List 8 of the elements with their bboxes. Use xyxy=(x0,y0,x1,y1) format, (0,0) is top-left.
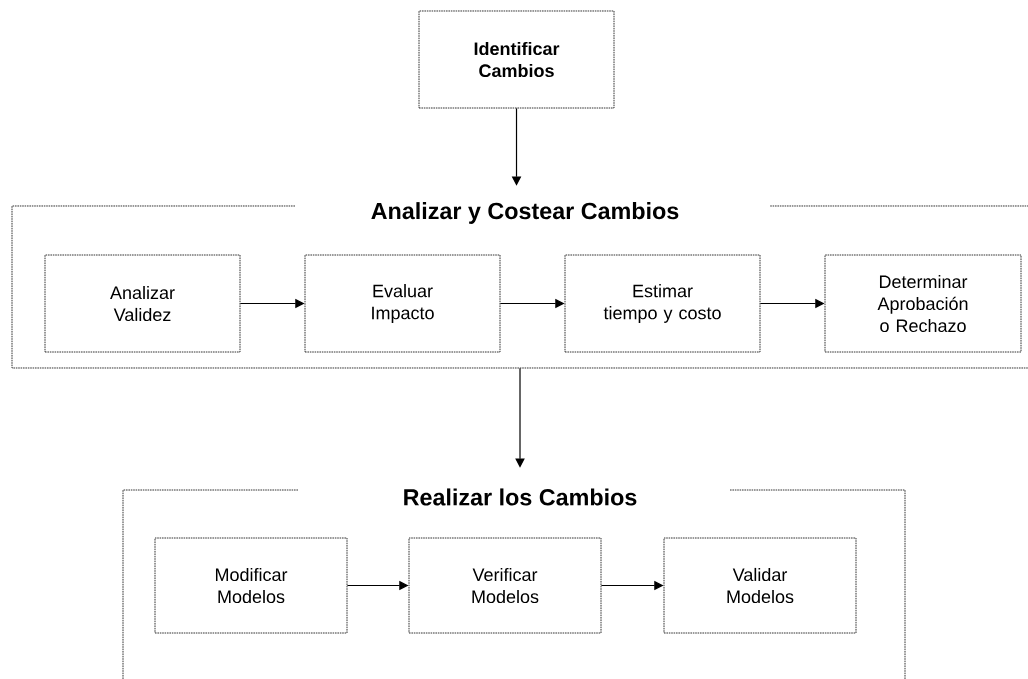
process-box: Determinar Aprobación o Rechazo xyxy=(824,254,1022,353)
process-box: Evaluar Impacto xyxy=(304,254,501,353)
process-box: Modificar Modelos xyxy=(154,537,348,634)
process-box: Estimar tiempo y costo xyxy=(564,254,761,353)
process-box: Verificar Modelos xyxy=(408,537,602,634)
process-box: Identificar Cambios xyxy=(418,10,615,109)
process-box: Validar Modelos xyxy=(663,537,857,634)
process-box: Analizar Validez xyxy=(44,254,241,353)
